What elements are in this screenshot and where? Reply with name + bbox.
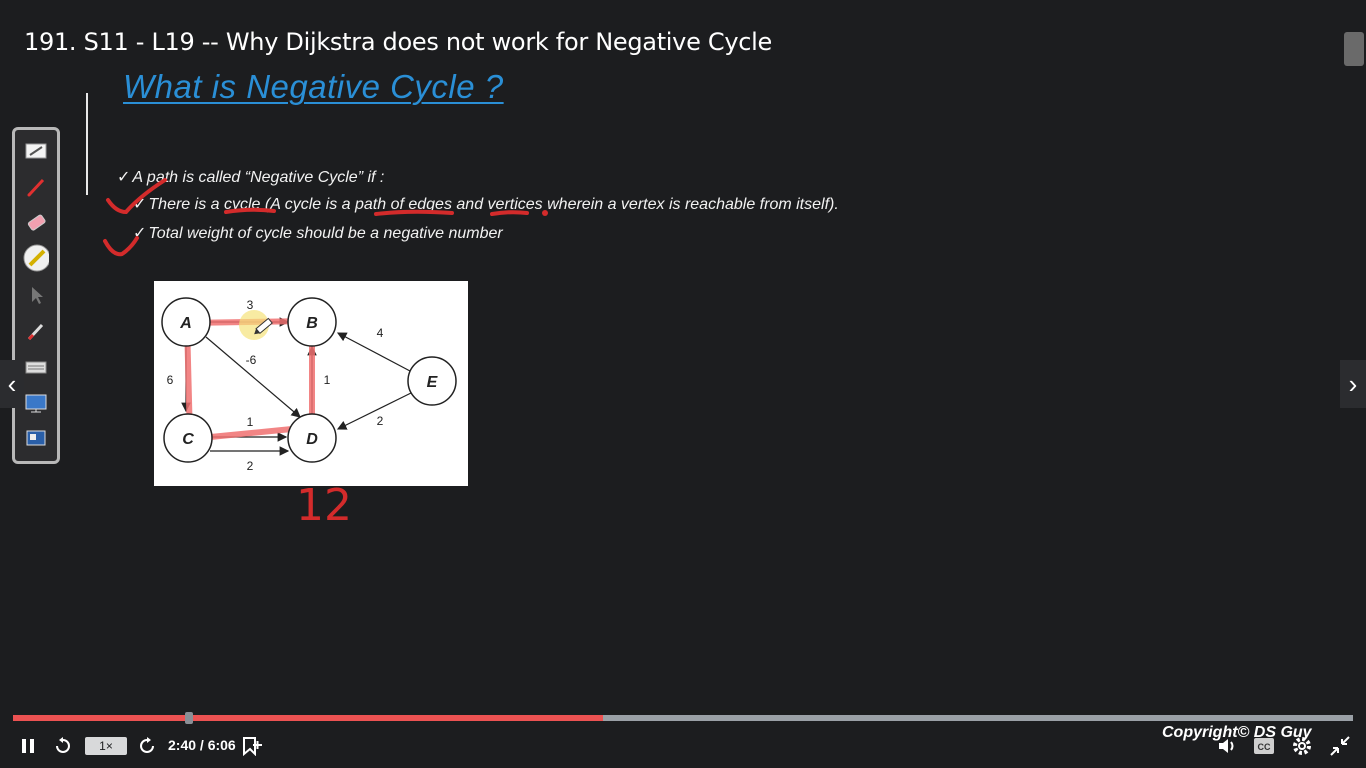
bullet-negative-weight: ✓Total weight of cycle should be a negat… — [133, 225, 503, 242]
chevron-left-icon: ‹ — [7, 368, 17, 399]
node-a: A — [161, 297, 211, 347]
svg-text:E: E — [427, 374, 439, 391]
progress-played — [13, 715, 603, 721]
forward-icon — [140, 737, 154, 753]
svg-text:C: C — [182, 431, 194, 448]
previous-lecture-button[interactable]: ‹ — [0, 360, 24, 408]
handwritten-number: 12 — [296, 480, 352, 531]
copyright-watermark: Copyright© DS Guy — [1162, 724, 1312, 741]
player-controls: CC — [0, 726, 1366, 768]
eraser-icon[interactable] — [23, 210, 49, 236]
screen-share-widget-icon[interactable] — [1344, 32, 1364, 66]
edge-e-b — [336, 332, 411, 372]
chevron-right-icon: › — [1348, 368, 1358, 399]
weight-neg: -6 — [246, 353, 257, 367]
gear-icon — [1293, 737, 1311, 755]
volume-button[interactable] — [1216, 735, 1240, 757]
rewind-button[interactable] — [52, 735, 74, 757]
pencil-cursor-icon — [254, 317, 273, 335]
fullscreen-exit-icon — [1330, 736, 1350, 756]
playback-rate-button[interactable]: 1× — [85, 737, 127, 755]
keyboard-icon[interactable] — [23, 354, 49, 380]
pen-icon[interactable] — [23, 174, 49, 200]
graph-figure: A B C D E 3 -6 4 6 1 1 2 2 — [154, 281, 468, 486]
rewind-icon — [56, 737, 70, 753]
edge-a-d — [205, 336, 301, 418]
check-icon: ✓ — [133, 196, 147, 213]
captions-icon: CC — [1254, 738, 1274, 754]
pause-icon — [22, 739, 34, 753]
weight-c-d-top: 1 — [247, 415, 254, 429]
svg-text:D: D — [306, 431, 318, 448]
add-note-icon — [243, 737, 262, 756]
node-d: D — [287, 413, 337, 463]
check-icon: ✓ — [133, 225, 147, 242]
progress-marker[interactable] — [185, 712, 193, 724]
weight-b-e: 4 — [377, 326, 384, 340]
svg-text:A: A — [179, 315, 192, 332]
weight-e-d: 2 — [377, 414, 384, 428]
edge-e-d — [336, 392, 412, 430]
bullet-definition: ✓A path is called “Negative Cycle” if : — [117, 169, 385, 186]
weight-c-d-bottom: 2 — [247, 459, 254, 473]
divider-line — [86, 93, 88, 195]
highlighter-icon[interactable] — [23, 244, 49, 272]
forward-button[interactable] — [136, 735, 158, 757]
time-display: 2:40 / 6:06 — [168, 737, 236, 753]
add-note-button[interactable] — [240, 735, 264, 757]
graph-diagram: A B C D E 3 -6 4 6 1 1 2 2 — [161, 297, 457, 473]
slide-heading: What is Negative Cycle ? — [123, 68, 504, 105]
settings-button[interactable] — [1290, 735, 1314, 757]
weight-b-d: 1 — [324, 373, 331, 387]
svg-text:CC: CC — [1258, 742, 1271, 752]
bullet-cycle: ✓There is a cycle (A cycle is a path of … — [133, 196, 839, 213]
marker-icon[interactable] — [23, 318, 49, 344]
weight-a-c: 6 — [167, 373, 174, 387]
volume-icon — [1219, 739, 1234, 753]
node-b: B — [287, 297, 337, 347]
display-icon[interactable] — [23, 426, 49, 452]
screen-icon[interactable] — [23, 390, 49, 416]
lecture-title: 191. S11 - L19 -- Why Dijkstra does not … — [24, 28, 772, 56]
progress-bar[interactable] — [13, 715, 1353, 721]
drawing-toolbox — [12, 127, 60, 464]
next-lecture-button[interactable]: › — [1340, 360, 1366, 408]
check-icon: ✓ — [117, 169, 131, 186]
whiteboard-icon[interactable] — [23, 138, 49, 164]
captions-button[interactable]: CC — [1252, 735, 1276, 757]
weight-a-b: 3 — [247, 298, 254, 312]
slide-area: What is Negative Cycle ? ✓A path is call… — [86, 68, 839, 531]
node-e: E — [407, 356, 457, 406]
fullscreen-exit-button[interactable] — [1328, 735, 1352, 757]
svg-text:B: B — [306, 315, 318, 332]
pointer-icon[interactable] — [23, 282, 49, 308]
pause-button[interactable] — [18, 735, 38, 757]
node-c: C — [163, 413, 213, 463]
